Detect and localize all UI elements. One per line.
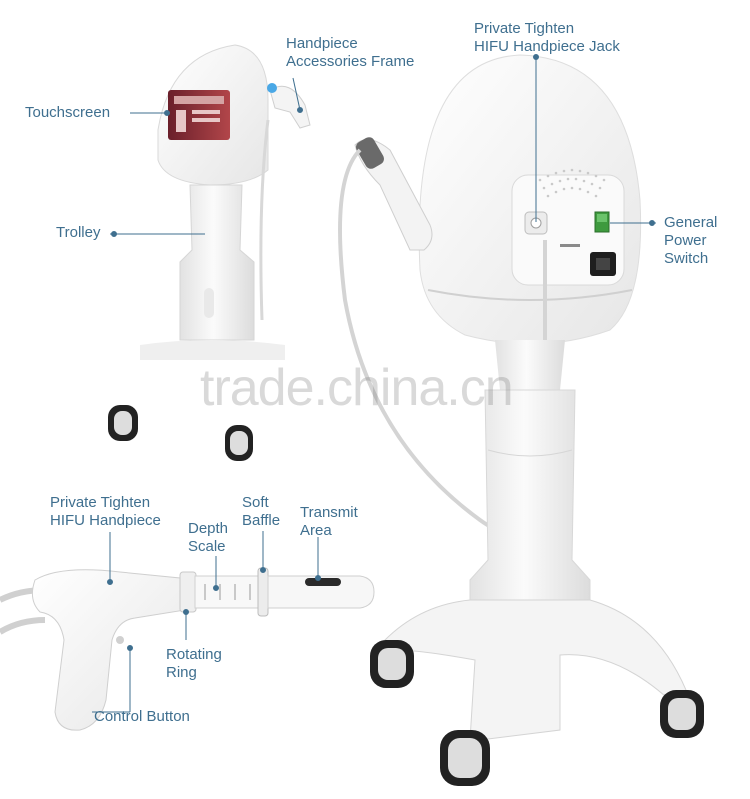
label-accessories-frame-line1: Handpiece xyxy=(286,35,358,52)
soft-baffle-disc xyxy=(257,567,269,617)
label-soft-baffle: Soft Baffle xyxy=(242,494,280,530)
handpiece-body xyxy=(31,569,186,731)
label-power-switch-line3: Switch xyxy=(664,250,709,267)
small-machine-column xyxy=(179,184,255,341)
small-wheel-left xyxy=(108,405,138,441)
large-wheel-right xyxy=(660,690,704,738)
leader-lines xyxy=(92,54,656,713)
small-machine-base xyxy=(140,340,285,360)
large-machine-neck xyxy=(495,340,565,390)
label-transmit-area-line1: Transmit xyxy=(300,504,358,521)
label-depth-scale: Depth Scale xyxy=(188,520,228,556)
rotating-ring xyxy=(179,571,197,613)
label-depth-scale-line1: Depth xyxy=(188,520,229,537)
large-machine-base xyxy=(384,599,691,741)
label-power-switch: General Power Switch xyxy=(664,214,717,268)
label-rotating-ring-line2: Ring xyxy=(166,664,197,681)
small-wheel-right xyxy=(225,425,253,461)
vent-grille xyxy=(538,168,606,198)
transmit-tip xyxy=(267,575,375,609)
handpiece-closeup xyxy=(0,567,375,731)
label-power-switch-line2: Power xyxy=(664,232,707,249)
label-soft-baffle-line2: Baffle xyxy=(242,512,281,529)
large-wheel-left xyxy=(370,640,414,688)
label-trolley: Trolley xyxy=(56,224,101,241)
label-depth-scale-line2: Scale xyxy=(188,538,226,555)
depth-scale-barrel xyxy=(194,575,266,609)
small-machine xyxy=(108,44,311,461)
label-soft-baffle-line1: Soft xyxy=(242,494,269,511)
label-transmit-area-line2: Area xyxy=(300,522,332,539)
label-handpiece-jack: Private Tighten HIFU Handpiece Jack xyxy=(474,20,620,56)
large-wheel-front xyxy=(440,730,490,786)
label-transmit-area: Transmit Area xyxy=(300,504,358,540)
label-control-button: Control Button xyxy=(94,708,190,725)
large-machine-column xyxy=(469,389,591,606)
label-accessories-frame: Handpiece Accessories Frame xyxy=(286,35,414,71)
label-touchscreen: Touchscreen xyxy=(25,104,111,121)
watermark: trade.china.cn xyxy=(200,359,514,417)
label-handpiece-line1: Private Tighten xyxy=(50,494,151,511)
label-rotating-ring-line1: Rotating xyxy=(166,646,222,663)
label-rotating-ring: Rotating Ring xyxy=(166,646,222,682)
label-accessories-frame-line2: Accessories Frame xyxy=(286,53,415,70)
label-power-switch-line1: General xyxy=(664,214,718,231)
label-handpiece: Private Tighten HIFU Handpiece xyxy=(50,494,161,530)
label-handpiece-line2: HIFU Handpiece xyxy=(50,512,161,529)
large-machine xyxy=(338,54,704,786)
small-handpiece xyxy=(269,85,311,129)
label-handpiece-jack-line1: Private Tighten xyxy=(474,20,575,37)
label-handpiece-jack-line2: HIFU Handpiece Jack xyxy=(474,38,620,55)
